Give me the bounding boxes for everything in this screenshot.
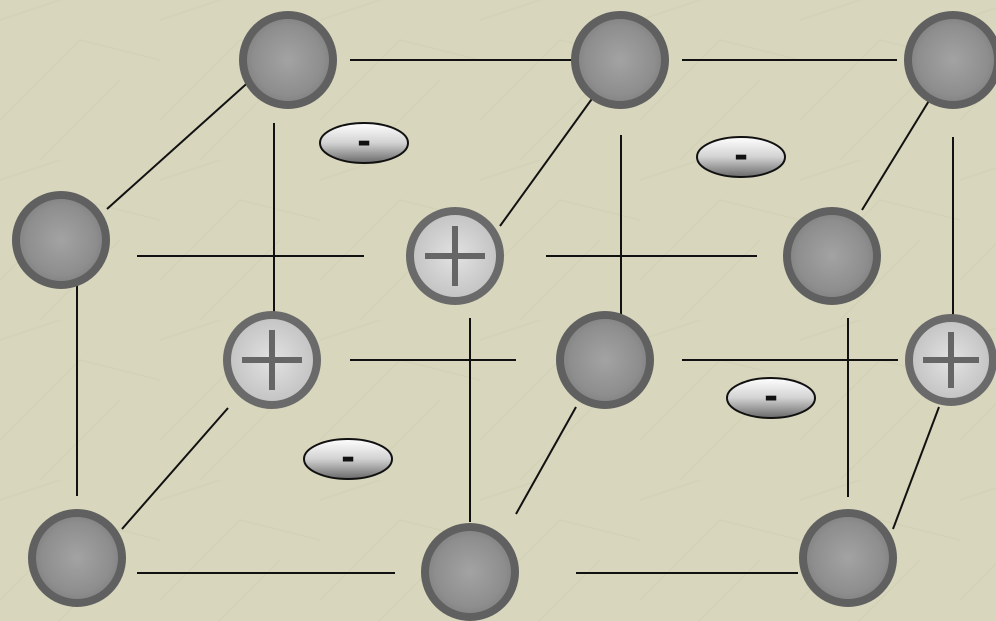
electron-group: - - - - (303, 122, 816, 480)
electron: - (303, 438, 393, 480)
plus-icon (242, 330, 302, 390)
atom (421, 523, 519, 621)
bond-line (892, 406, 940, 530)
atom (556, 311, 654, 409)
plus-icon (923, 332, 979, 388)
electron: - (696, 136, 786, 178)
atom-group (12, 11, 996, 621)
electron: - (726, 377, 816, 419)
positive-ion-group (223, 207, 996, 409)
positive-ion (223, 311, 321, 409)
positive-ion (406, 207, 504, 305)
plus-icon (425, 226, 485, 286)
positive-ion (905, 314, 996, 406)
bond-line (106, 59, 274, 210)
electron-label: - (734, 136, 748, 176)
bond-line (121, 407, 229, 530)
atom (783, 207, 881, 305)
atom (12, 191, 110, 289)
atom (28, 509, 126, 607)
bond-line (515, 406, 577, 515)
electron-label: - (341, 438, 355, 478)
electron-label: - (764, 377, 778, 417)
atom (571, 11, 669, 109)
atom (904, 11, 996, 109)
electron: - (319, 122, 409, 164)
atom (239, 11, 337, 109)
atom (799, 509, 897, 607)
electron-label: - (357, 122, 371, 162)
